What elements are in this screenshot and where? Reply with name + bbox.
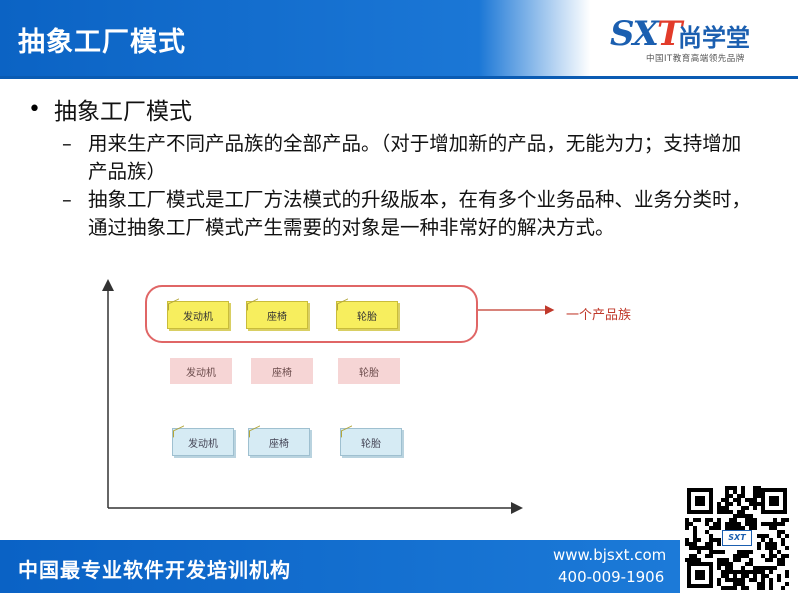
footer-slogan: 中国最专业软件开发培训机构 <box>18 558 291 582</box>
slide-footer: 中国最专业软件开发培训机构 www.bjsxt.com 400-009-1906 <box>0 540 680 593</box>
logo-mark: SXT <box>610 14 682 54</box>
brand-logo: SXT 尚学堂 中国IT教育高端领先品牌 <box>610 14 790 70</box>
dash-icon: – <box>62 188 72 211</box>
sub-bullet: – 抽象工厂模式是工厂方法模式的升级版本，在有多个业务品种、业务分类时，通过抽象… <box>62 186 752 242</box>
product-note: 座椅 <box>248 428 310 456</box>
header-divider <box>0 76 798 79</box>
product-note: 发动机 <box>170 358 232 384</box>
qr-code: SXT <box>684 485 790 591</box>
logo-name: 尚学堂 <box>678 24 750 52</box>
dash-icon: – <box>62 132 72 155</box>
sub-bullet-text: 用来生产不同产品族的全部产品。（对于增加新的产品，无能为力；支持增加产品族） <box>88 132 742 183</box>
main-bullet: • 抽象工厂模式 <box>28 92 192 126</box>
product-note: 座椅 <box>251 358 313 384</box>
product-note: 发动机 <box>172 428 234 456</box>
product-family-diagram: 发动机 座椅 轮胎 发动机 座椅 轮胎 发动机 座椅 轮胎 <box>96 270 676 520</box>
logo-slogan: 中国IT教育高端领先品牌 <box>646 54 745 64</box>
product-family-label: 一个产品族 <box>566 308 632 323</box>
footer-website: www.bjsxt.com <box>553 546 667 564</box>
product-note: 发动机 <box>167 301 229 329</box>
product-note: 轮胎 <box>338 358 400 384</box>
bullet-dot-icon: • <box>28 96 41 122</box>
product-note: 座椅 <box>246 301 308 329</box>
qr-pattern-icon <box>684 485 790 591</box>
main-bullet-text: 抽象工厂模式 <box>54 99 192 125</box>
product-note: 轮胎 <box>336 301 398 329</box>
product-note: 轮胎 <box>340 428 402 456</box>
footer-phone: 400-009-1906 <box>558 568 665 586</box>
sub-bullet: – 用来生产不同产品族的全部产品。（对于增加新的产品，无能为力；支持增加产品族） <box>62 130 752 186</box>
slide-title: 抽象工厂模式 <box>18 27 186 58</box>
sub-bullet-text: 抽象工厂模式是工厂方法模式的升级版本，在有多个业务品种、业务分类时，通过抽象工厂… <box>88 188 752 239</box>
slide-header: 抽象工厂模式 SXT 尚学堂 中国IT教育高端领先品牌 <box>0 0 798 77</box>
qr-logo-badge: SXT <box>722 530 752 546</box>
